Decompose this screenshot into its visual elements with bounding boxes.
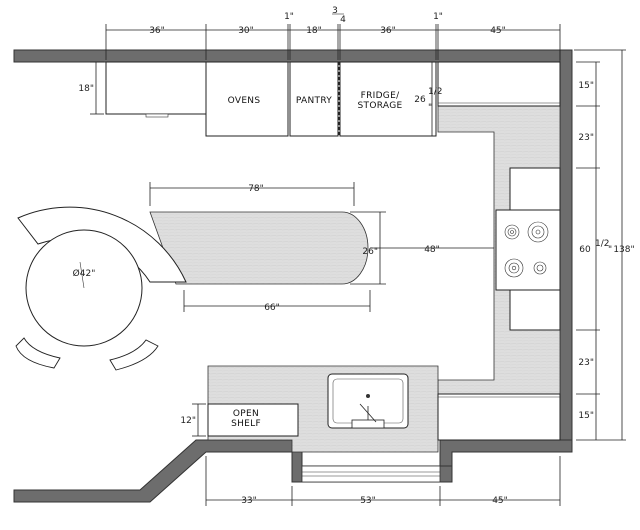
bottom-dimension-line xyxy=(205,456,561,506)
dim-aisle-48: 48" xyxy=(424,245,440,255)
bottom-window xyxy=(301,465,441,483)
dim-45: 45" xyxy=(490,26,506,36)
dim-1a: 1" xyxy=(284,12,294,22)
storage-label: STORAGE xyxy=(358,101,403,111)
open-shelf: OPEN SHELF xyxy=(207,403,299,437)
chair-icon xyxy=(109,339,159,371)
dim-bottom-45: 45" xyxy=(492,496,508,506)
ovens-cabinet xyxy=(205,61,289,137)
dim-18: 18" xyxy=(306,26,322,36)
ovens-label: OVENS xyxy=(228,96,261,106)
dim-1b: 1" xyxy=(433,12,443,22)
dining-table xyxy=(15,229,159,371)
dim-right-60-unit: " xyxy=(608,245,612,255)
top-cabinets: OVENS PANTRY FRIDGE/ STORAGE xyxy=(105,61,437,137)
dim-frac-den: 4 xyxy=(340,15,346,25)
shelf-label: SHELF xyxy=(231,419,261,429)
dim-right-60-frac: 1/2 xyxy=(595,239,609,249)
dim-bottom-53: 53" xyxy=(360,496,376,506)
top-dimension-line xyxy=(105,24,561,60)
chair-icon xyxy=(15,337,61,369)
dim-left-18: 18" xyxy=(78,84,94,94)
dim-shelf-12: 12" xyxy=(180,416,196,426)
dim-30: 30" xyxy=(238,26,254,36)
dim-36b: 36" xyxy=(380,26,396,36)
left-upper-cabinet xyxy=(105,61,207,115)
upper-cabinet-right-bottom xyxy=(437,393,561,441)
bottom-left-wall xyxy=(13,439,303,503)
pantry-label: PANTRY xyxy=(296,96,332,106)
dim-right-23a: 23" xyxy=(578,133,594,143)
right-dimension-line xyxy=(574,49,626,441)
top-wall xyxy=(13,49,573,63)
bottom-right-wall xyxy=(439,439,573,483)
dim-right-15a: 15" xyxy=(578,81,594,91)
pantry-cabinet xyxy=(289,61,339,137)
burner-icon xyxy=(527,221,549,243)
dim-fridge-unit: " xyxy=(428,103,432,113)
dim-right-60: 60 xyxy=(579,245,591,255)
dim-fridge-frac: 1/2 xyxy=(428,87,442,97)
dim-island-78: 78" xyxy=(248,184,264,194)
dim-right-15b: 15" xyxy=(578,411,594,421)
dim-right-138: 138" xyxy=(613,245,634,255)
dim-island-66: 66" xyxy=(264,303,280,313)
burner-icon xyxy=(533,261,547,275)
fridge-label: FRIDGE/ xyxy=(361,91,400,101)
dim-36: 36" xyxy=(149,26,165,36)
dim-right-23b: 23" xyxy=(578,358,594,368)
range xyxy=(495,167,561,331)
sink xyxy=(327,373,409,429)
burner-icon xyxy=(504,258,524,278)
right-wall xyxy=(559,49,573,453)
dim-bottom-33: 33" xyxy=(241,496,257,506)
fridge-cabinet xyxy=(339,61,437,137)
upper-cabinet-right-top xyxy=(437,61,561,107)
dim-fridge-depth: 26 xyxy=(414,95,426,105)
dim-frac-num: 3 xyxy=(332,6,338,16)
island-counter xyxy=(149,211,369,285)
dim-table-dia: Ø42" xyxy=(73,268,96,279)
open-label: OPEN xyxy=(233,409,259,419)
burner-icon xyxy=(504,224,520,240)
dim-island-26: 26" xyxy=(362,247,378,257)
